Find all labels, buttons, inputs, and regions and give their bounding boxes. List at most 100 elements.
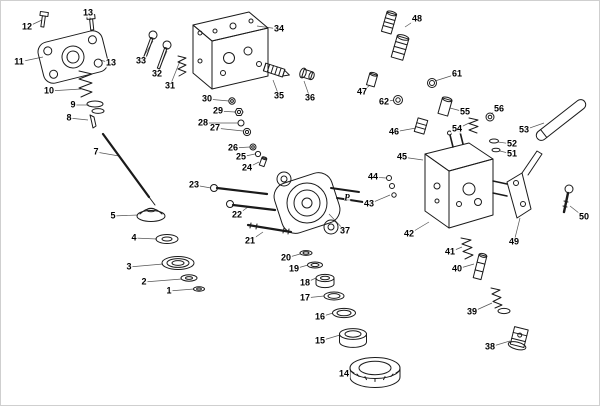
part-number-callout: 62 — [377, 96, 391, 107]
part-cover-plate-assembly — [37, 10, 156, 206]
leader-line — [133, 237, 158, 240]
part-number-callout: 33 — [134, 55, 148, 66]
part-number-callout: 30 — [200, 93, 214, 104]
part-washer-9 — [86, 100, 104, 108]
part-number-callout: 45 — [395, 151, 409, 162]
part-number-callout: 42 — [402, 228, 416, 239]
part-number-callout: 20 — [279, 252, 293, 263]
part-number-callout: 7 — [92, 146, 100, 157]
part-plunger-40 — [472, 252, 488, 281]
part-number-callout: 5 — [109, 210, 117, 221]
part-disc-3 — [161, 256, 195, 270]
part-cap-5 — [136, 207, 166, 222]
part-spring-10 — [78, 70, 93, 98]
part-spring-31 — [177, 55, 187, 77]
part-number-callout: 47 — [355, 86, 369, 97]
part-number-callout: 17 — [298, 292, 312, 303]
part-number-callout: 19 — [287, 263, 301, 274]
part-number-callout: 14 — [337, 368, 351, 379]
part-number-callout: 50 — [577, 211, 591, 222]
part-pin-8 — [89, 114, 97, 129]
part-plug-47 — [366, 71, 379, 88]
part-number-callout: 34 — [272, 23, 286, 34]
part-pin-43 — [391, 192, 397, 198]
part-number-callout: 39 — [465, 306, 479, 317]
part-diaphragm-stack — [136, 207, 205, 292]
part-number-callout: 26 — [226, 142, 240, 153]
part-number-callout: 46 — [387, 126, 401, 137]
part-number-callout: 52 — [505, 138, 519, 149]
leader-line — [112, 214, 139, 217]
part-spring-41 — [460, 237, 474, 260]
part-fitting-46 — [413, 117, 429, 135]
part-number-callout: 1 — [165, 285, 173, 296]
leader-line — [168, 288, 195, 292]
part-number-callout: 16 — [313, 311, 327, 322]
port-label: P — [344, 192, 350, 203]
part-number-callout: 3 — [125, 261, 133, 272]
part-number-callout: 37 — [338, 225, 352, 236]
part-number-callout: 32 — [150, 68, 164, 79]
part-cover-plate — [37, 30, 109, 84]
part-oring-61 — [427, 78, 437, 88]
part-rod-7 — [101, 132, 151, 199]
part-number-callout: 35 — [272, 90, 286, 101]
part-small-hardware-column — [228, 97, 268, 168]
part-number-callout: 25 — [234, 151, 248, 162]
leader-lines-layer — [18, 12, 585, 375]
part-number-callout: 43 — [362, 198, 376, 209]
part-fitting-48a — [380, 10, 398, 35]
part-plug-36 — [299, 67, 315, 81]
part-manifold-block — [386, 127, 529, 351]
part-number-callout: 15 — [313, 335, 327, 346]
part-number-callout: 56 — [492, 103, 506, 114]
part-number-callout: 54 — [450, 123, 464, 134]
part-seat-9 — [91, 108, 105, 114]
part-number-callout: 21 — [243, 235, 257, 246]
part-number-callout: 12 — [20, 21, 34, 32]
part-bracket-49 — [506, 150, 543, 219]
part-block-screws — [142, 30, 187, 77]
part-oring-62 — [393, 95, 403, 105]
part-seal-stack — [299, 250, 401, 388]
part-number-callout: 48 — [410, 13, 424, 24]
part-cap-55 — [437, 96, 453, 117]
part-ball-56 — [485, 112, 495, 122]
part-spring-54 — [468, 117, 479, 134]
part-number-callout: 13 — [81, 7, 95, 18]
part-number-callout: 49 — [507, 236, 521, 247]
part-washer-1 — [193, 286, 205, 292]
part-number-callout: 44 — [366, 171, 380, 182]
part-number-callout: 13 — [104, 57, 118, 68]
part-washer-39 — [497, 307, 511, 315]
part-number-callout: 11 — [13, 56, 25, 67]
part-screw-12 — [39, 10, 49, 28]
part-number-callout: 2 — [140, 276, 148, 287]
part-number-callout: 9 — [69, 99, 77, 110]
part-pin-44 — [386, 175, 392, 181]
part-bolt-50 — [562, 184, 574, 214]
part-number-callout: 8 — [65, 112, 73, 123]
part-ring-4 — [155, 234, 179, 244]
part-number-callout: 23 — [187, 179, 201, 190]
part-fitting-35 — [262, 62, 290, 78]
part-number-callout: 22 — [230, 209, 244, 220]
part-rod-tip — [148, 196, 156, 206]
leader-line — [128, 263, 164, 268]
part-right-fittings — [366, 10, 501, 153]
leader-line — [143, 278, 183, 283]
part-fitting-48b — [390, 34, 410, 61]
part-washer-51 — [491, 147, 501, 153]
part-number-callout: 61 — [450, 68, 464, 79]
part-pump-screws — [210, 184, 293, 235]
part-spring-39 — [490, 287, 503, 309]
part-number-callout: 24 — [240, 162, 254, 173]
part-number-callout: 40 — [450, 263, 464, 274]
part-number-callout: 31 — [163, 80, 177, 91]
part-number-callout: 55 — [458, 106, 472, 117]
part-ribbed-ring-14 — [349, 357, 401, 388]
part-number-callout: 28 — [196, 117, 210, 128]
part-number-callout: 4 — [130, 232, 138, 243]
part-number-callout: 10 — [42, 85, 56, 96]
